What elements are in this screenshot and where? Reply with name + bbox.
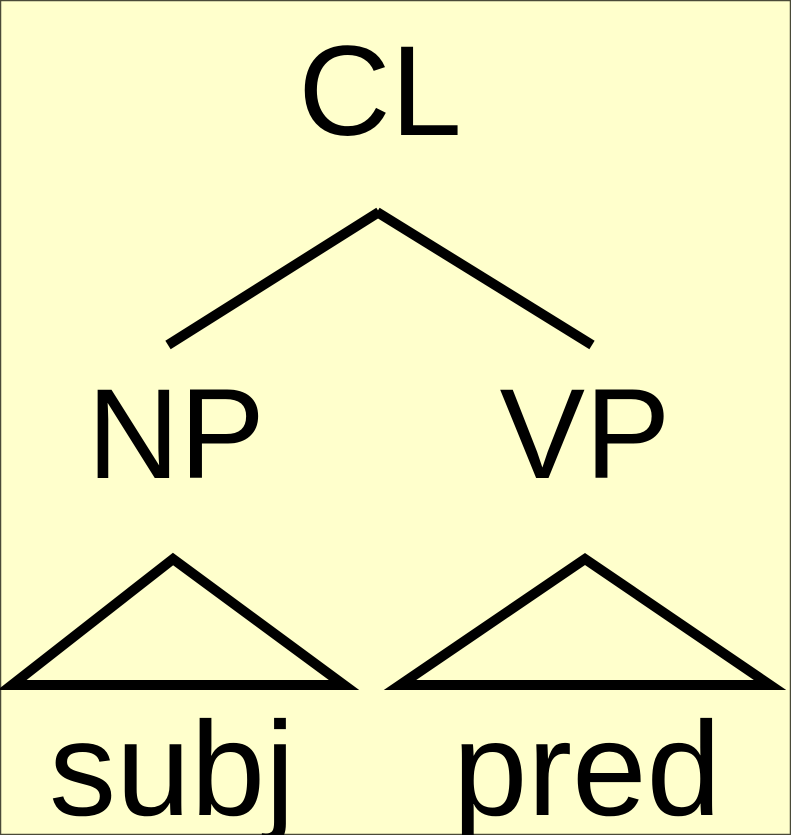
vp-triangle <box>383 552 787 690</box>
np-node-label: NP <box>87 363 265 506</box>
branch-left <box>165 207 382 350</box>
pred-leaf-label: pred <box>453 695 721 835</box>
np-triangle <box>0 552 360 690</box>
root-node-label: CL <box>298 20 462 163</box>
branch-right <box>374 207 595 350</box>
vp-node-label: VP <box>500 363 671 506</box>
subj-leaf-label: subj <box>49 695 295 835</box>
